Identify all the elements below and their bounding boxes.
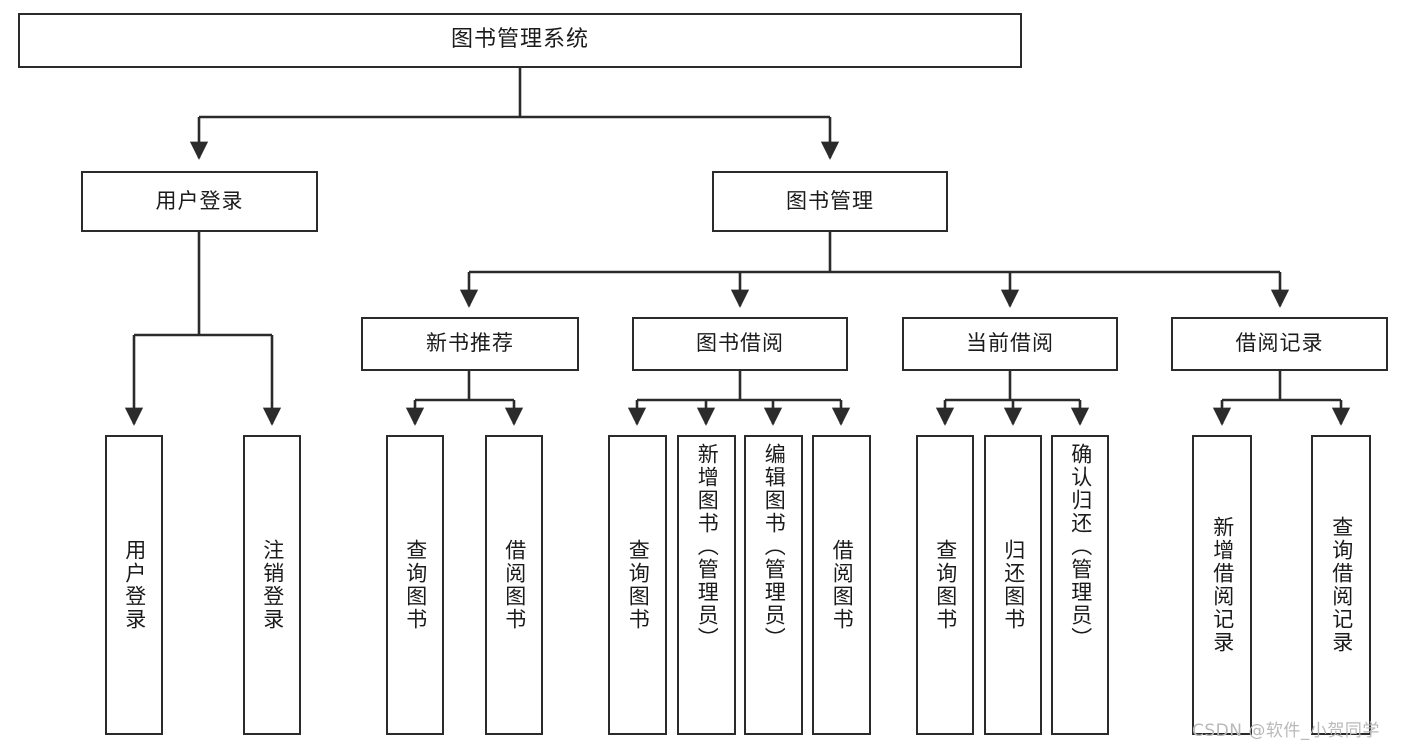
leaf-borrow-book-label: 借阅图书 xyxy=(830,539,855,631)
leaf-query-book-recommend[interactable]: 查询图书 xyxy=(386,435,444,735)
leaf-query-borrow-record-label: 查询借阅记录 xyxy=(1329,516,1354,654)
leaf-return-book[interactable]: 归还图书 xyxy=(984,435,1042,735)
leaf-borrow-book-recommend-label: 借阅图书 xyxy=(502,539,527,631)
node-book-management-label: 图书管理 xyxy=(786,188,874,213)
node-root-system[interactable]: 图书管理系统 xyxy=(18,13,1022,68)
leaf-query-book-recommend-label: 查询图书 xyxy=(403,539,428,631)
node-book-borrow[interactable]: 图书借阅 xyxy=(632,317,848,371)
leaf-query-book-current[interactable]: 查询图书 xyxy=(916,435,974,735)
leaf-user-login-label: 用户登录 xyxy=(122,539,147,631)
leaf-borrow-book-recommend[interactable]: 借阅图书 xyxy=(485,435,543,735)
node-borrow-record-label: 借阅记录 xyxy=(1235,331,1324,356)
node-borrow-record[interactable]: 借阅记录 xyxy=(1171,317,1388,371)
leaf-confirm-return-admin-label: 确认归还（管理员） xyxy=(1068,443,1093,650)
leaf-add-borrow-record[interactable]: 新增借阅记录 xyxy=(1192,435,1252,735)
leaf-query-book-borrow-label: 查询图书 xyxy=(626,539,651,631)
node-user-login[interactable]: 用户登录 xyxy=(81,171,318,232)
leaf-logout-login[interactable]: 注销登录 xyxy=(243,435,301,735)
leaf-query-borrow-record[interactable]: 查询借阅记录 xyxy=(1311,435,1371,735)
leaf-query-book-current-label: 查询图书 xyxy=(933,539,958,631)
leaf-add-book-admin[interactable]: 新增图书（管理员） xyxy=(677,435,736,735)
leaf-user-login[interactable]: 用户登录 xyxy=(105,435,163,735)
leaf-add-borrow-record-label: 新增借阅记录 xyxy=(1210,516,1235,654)
node-new-book-recommend[interactable]: 新书推荐 xyxy=(361,317,579,371)
leaf-borrow-book[interactable]: 借阅图书 xyxy=(812,435,871,735)
node-user-login-label: 用户登录 xyxy=(155,188,244,213)
node-current-borrow[interactable]: 当前借阅 xyxy=(902,317,1118,371)
leaf-return-book-label: 归还图书 xyxy=(1001,539,1026,631)
leaf-edit-book-admin[interactable]: 编辑图书（管理员） xyxy=(744,435,803,735)
leaf-logout-login-label: 注销登录 xyxy=(260,539,285,631)
csdn-watermark: CSDN @软件_小贺同学 xyxy=(1192,721,1380,741)
leaf-edit-book-admin-label: 编辑图书（管理员） xyxy=(762,443,787,650)
leaf-query-book-borrow[interactable]: 查询图书 xyxy=(608,435,667,735)
node-new-book-recommend-label: 新书推荐 xyxy=(426,331,514,356)
node-book-borrow-label: 图书借阅 xyxy=(696,331,784,356)
node-book-management[interactable]: 图书管理 xyxy=(712,171,948,232)
leaf-confirm-return-admin[interactable]: 确认归还（管理员） xyxy=(1051,435,1109,735)
node-current-borrow-label: 当前借阅 xyxy=(966,331,1054,356)
leaf-add-book-admin-label: 新增图书（管理员） xyxy=(695,443,720,650)
node-root-system-label: 图书管理系统 xyxy=(450,27,589,53)
